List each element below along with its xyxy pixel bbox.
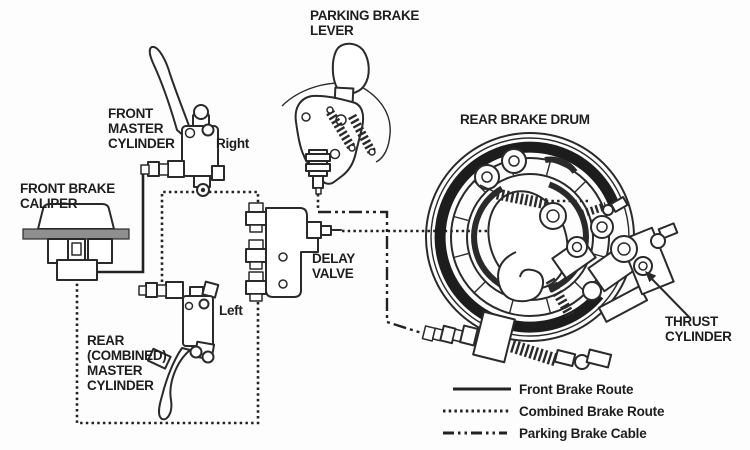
legend-line-dashdot-icon [443,431,507,435]
front-master-cylinder-drawing [140,45,225,197]
legend-label: Front Brake Route [519,381,634,397]
label-left: Left [219,303,243,318]
label-front-master-cylinder: FRONT MASTER CYLINDER [108,106,175,151]
parking-brake-cable-line [316,194,429,337]
parking-cable-assembly-drawing [421,310,613,370]
legend-item-combined-brake-route: Combined Brake Route [441,403,664,419]
label-delay-valve: DELAY VALVE [312,251,356,281]
legend-line-solid-icon [453,387,511,391]
legend-line-dotted-icon [443,409,509,413]
front-brake-caliper-drawing [22,203,130,281]
label-right: Right [216,136,249,151]
label-thrust-cylinder: THRUST CYLINDER [665,314,732,344]
label-rear-brake-drum: REAR BRAKE DRUM [460,112,590,127]
legend-label: Parking Brake Cable [519,425,647,441]
legend-item-parking-brake-cable: Parking Brake Cable [441,425,647,441]
thrust-cylinder-linkage-drawing [497,196,679,323]
legend-label: Combined Brake Route [519,403,665,419]
delay-valve-drawing [245,202,342,302]
label-parking-brake-lever: PARKING BRAKE LEVER [310,8,420,38]
legend-item-front-brake-route: Front Brake Route [441,381,634,397]
thrust-cylinder-arrow [645,271,691,319]
parking-brake-lever-drawing [281,42,391,195]
label-front-brake-caliper: FRONT BRAKE CALIPER [20,181,115,211]
rear-master-cylinder-drawing [138,280,220,421]
label-rear-master-cylinder: REAR (COMBINED) MASTER CYLINDER [87,333,167,393]
